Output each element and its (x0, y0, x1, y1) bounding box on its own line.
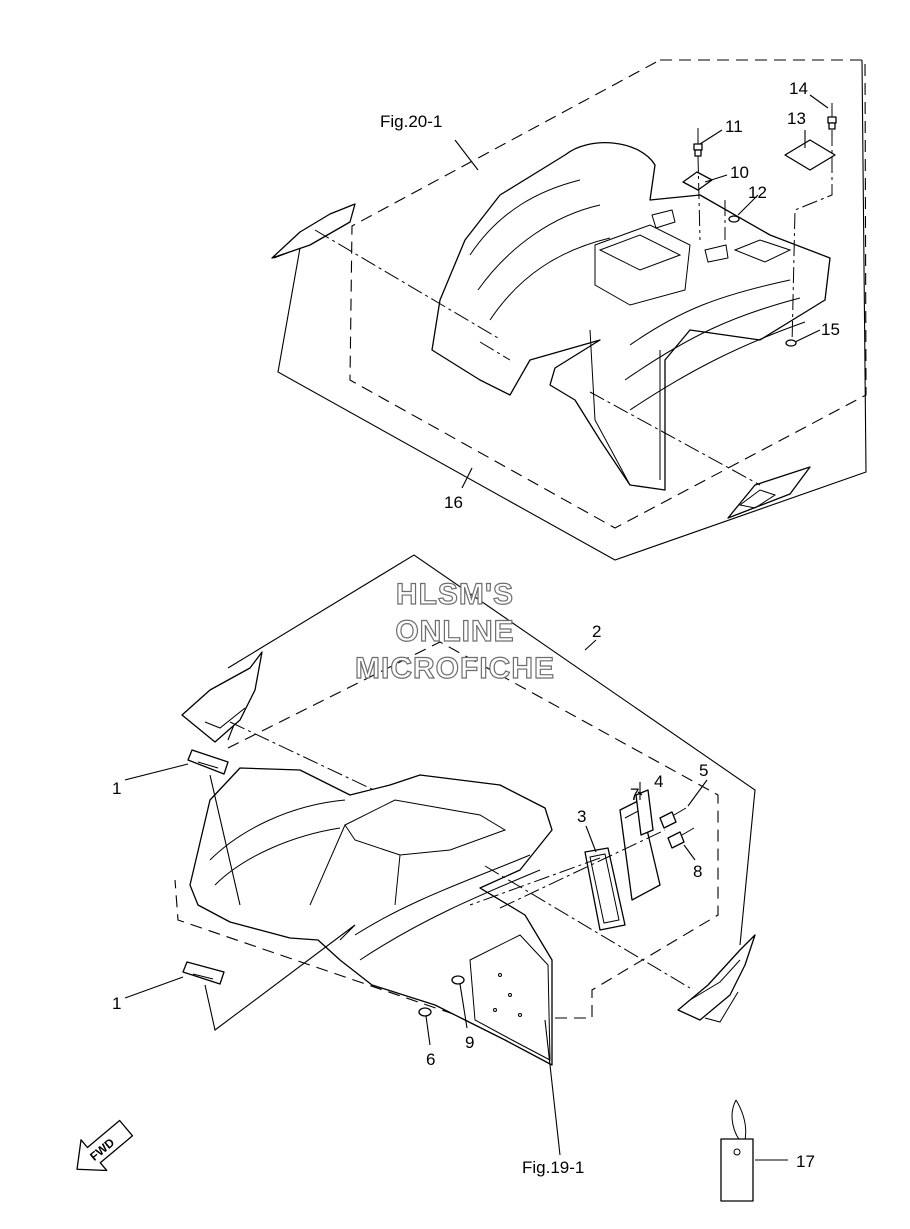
assembly-outline-2 (227, 554, 756, 946)
callout-2: 2 (592, 622, 601, 641)
callout-1-upper: 1 (112, 779, 121, 798)
rear-fender-pads (651, 209, 792, 263)
rear-decal-left (271, 203, 356, 259)
emblem-1-upper (187, 749, 229, 775)
front-decal-upper (181, 651, 263, 743)
emblem-1-upper-bracket (209, 774, 241, 906)
tag-17 (720, 1099, 788, 1202)
plate-13 (784, 139, 836, 171)
decal-left-target (479, 341, 511, 361)
washer-12 (728, 215, 740, 223)
fig-ref-top[interactable]: Fig.20-1 (380, 112, 442, 131)
fig-ref-bottom[interactable]: Fig.19-1 (522, 1158, 584, 1177)
front-fender-hood (309, 799, 507, 906)
callout-8: 8 (693, 862, 702, 881)
callout-1-lower: 1 (112, 994, 121, 1013)
mudflap-holes (493, 973, 522, 1017)
callout-11: 11 (725, 117, 743, 136)
watermark-line-2: ONLINE (395, 615, 514, 648)
subassembly-dashed-outline (349, 59, 867, 529)
callout-7: 7 (630, 785, 639, 804)
front-fender-group (124, 554, 756, 1156)
washer-15 (785, 339, 797, 347)
emblem-1-lower-bracket (204, 924, 356, 1031)
fwd-arrow-icon: FWD (76, 1119, 134, 1172)
washer-9 (451, 975, 465, 985)
fig19-leader (544, 1019, 561, 1156)
callout-17: 17 (796, 1152, 815, 1171)
front-fender-ridges (209, 799, 541, 961)
rear-decal-right-graphic (738, 489, 777, 509)
rear-fender-group (271, 59, 867, 561)
callout-9: 9 (465, 1033, 474, 1052)
rear-fender (431, 142, 831, 491)
subassembly-dashed-outline-front (174, 641, 719, 1019)
callout-3: 3 (577, 807, 586, 826)
callout-12: 12 (748, 183, 767, 202)
reflector-leader-2 (469, 857, 601, 906)
watermark: HLSM'S ONLINE MICROFICHE (354, 577, 555, 685)
bolt-5 (659, 807, 687, 829)
washer-6 (418, 1007, 432, 1017)
bolt-11 (693, 128, 703, 241)
watermark-line-3: MICROFICHE (355, 652, 555, 685)
front-fender-mudflap (469, 934, 551, 1061)
emblem-1-lower (182, 961, 225, 985)
reflector-leader (499, 829, 666, 909)
bolt-8 (667, 827, 695, 849)
callout-16: 16 (444, 493, 463, 512)
rear-fender-ridge-left (469, 179, 611, 321)
rear-fender-box (594, 224, 691, 306)
bolt-14 (791, 103, 837, 346)
decal-left-leader (314, 229, 499, 339)
rear-fender-ridge-right (624, 279, 806, 411)
reflector-3 (584, 847, 626, 931)
bracket-4 (635, 789, 654, 836)
callout-6: 6 (426, 1050, 435, 1069)
callout-5: 5 (699, 761, 708, 780)
callout-13: 13 (787, 109, 806, 128)
callout-10: 10 (730, 163, 749, 182)
front-decal-right (677, 934, 756, 1021)
front-decal-right-leader (484, 865, 691, 989)
bracket-7 (619, 799, 661, 901)
decal-right-leader (589, 391, 761, 486)
rear-fender-tail (589, 329, 661, 486)
front-decal-upper-leader (229, 721, 396, 801)
watermark-line-1: HLSM'S (396, 578, 514, 611)
callout-15: 15 (821, 320, 840, 339)
callout-4: 4 (654, 772, 663, 791)
callout-14: 14 (789, 79, 808, 98)
